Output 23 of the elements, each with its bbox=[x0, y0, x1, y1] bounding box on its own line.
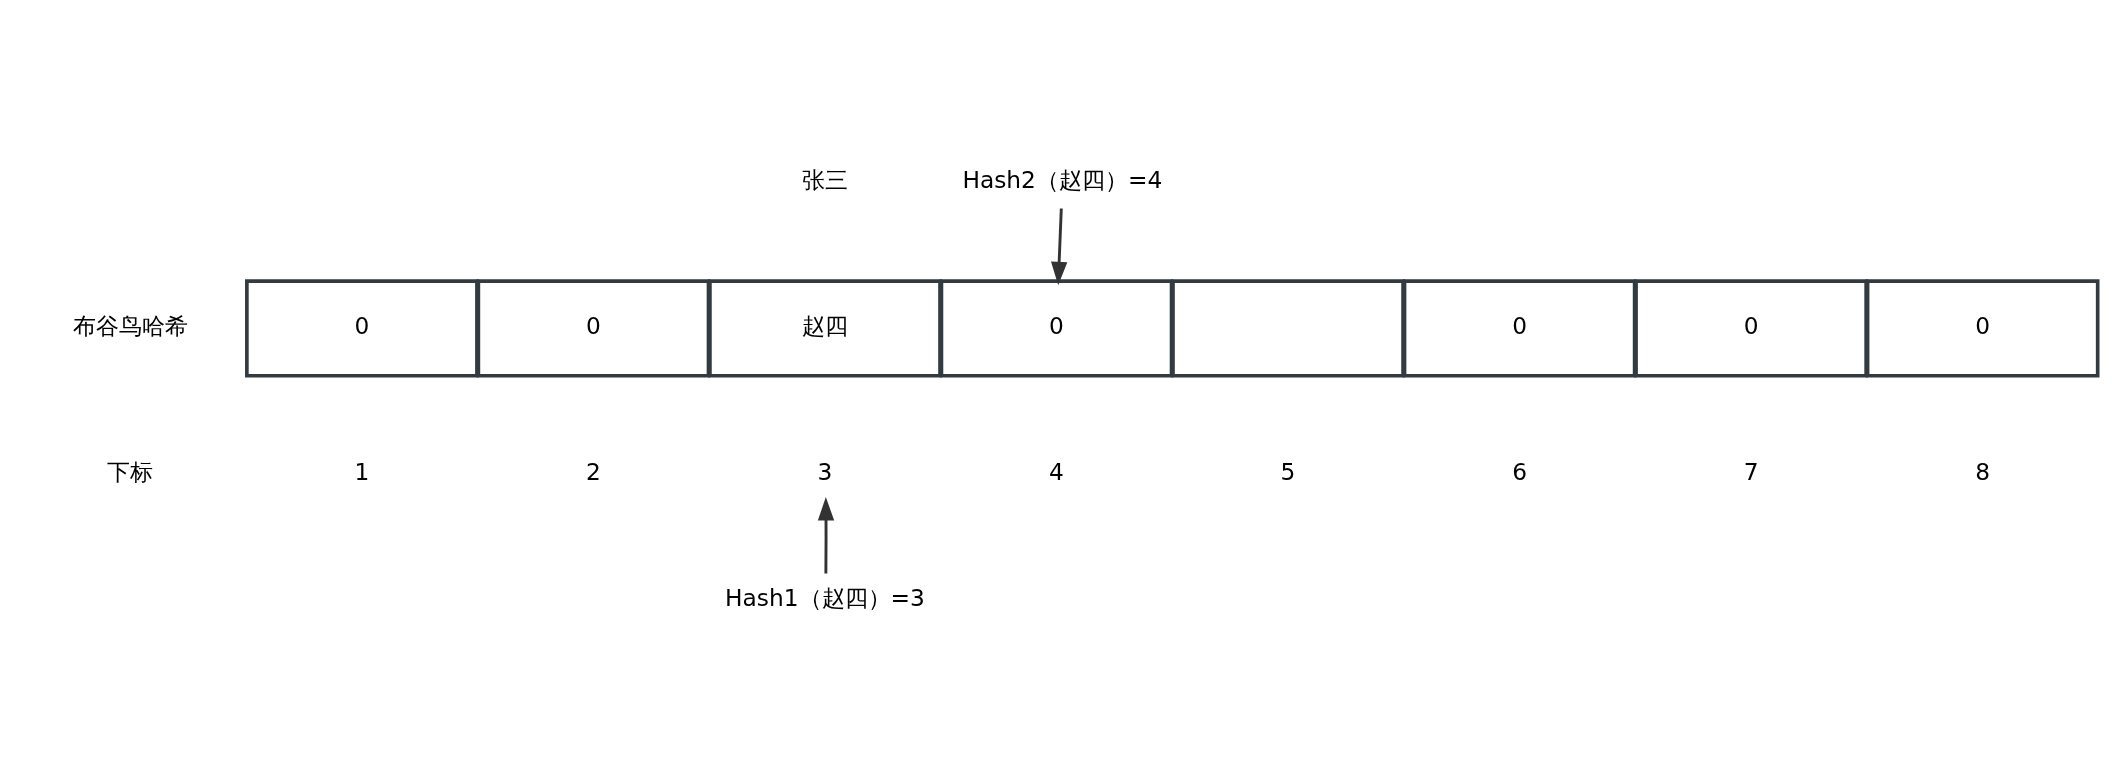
label: 下标 bbox=[107, 457, 154, 485]
node-box: 赵四 bbox=[708, 278, 942, 378]
node-text: Hash2（赵四）=4 bbox=[962, 165, 1163, 193]
arrow bbox=[817, 496, 835, 574]
node-box: 0 bbox=[939, 278, 1174, 378]
label: 8 bbox=[1975, 457, 1991, 485]
node-box: 0 bbox=[476, 278, 711, 378]
node-box: 0 bbox=[1865, 278, 2100, 378]
label: 6 bbox=[1512, 457, 1527, 485]
node-text: 3 bbox=[817, 457, 833, 485]
node-box bbox=[1171, 278, 1405, 378]
label: 5 bbox=[1280, 457, 1296, 485]
node-box: 0 bbox=[245, 278, 479, 378]
label: 张三 bbox=[801, 165, 848, 193]
label: 4 bbox=[1049, 457, 1064, 485]
node-text: Hash1（赵四）=3 bbox=[725, 583, 925, 610]
label: 2 bbox=[586, 457, 601, 485]
node-box: 0 bbox=[1402, 278, 1637, 378]
arrow bbox=[1051, 207, 1068, 285]
label: 1 bbox=[354, 457, 370, 485]
label: 7 bbox=[1743, 457, 1759, 485]
node-box: 0 bbox=[1634, 278, 1868, 378]
label: 布谷鸟哈希 bbox=[72, 311, 188, 339]
